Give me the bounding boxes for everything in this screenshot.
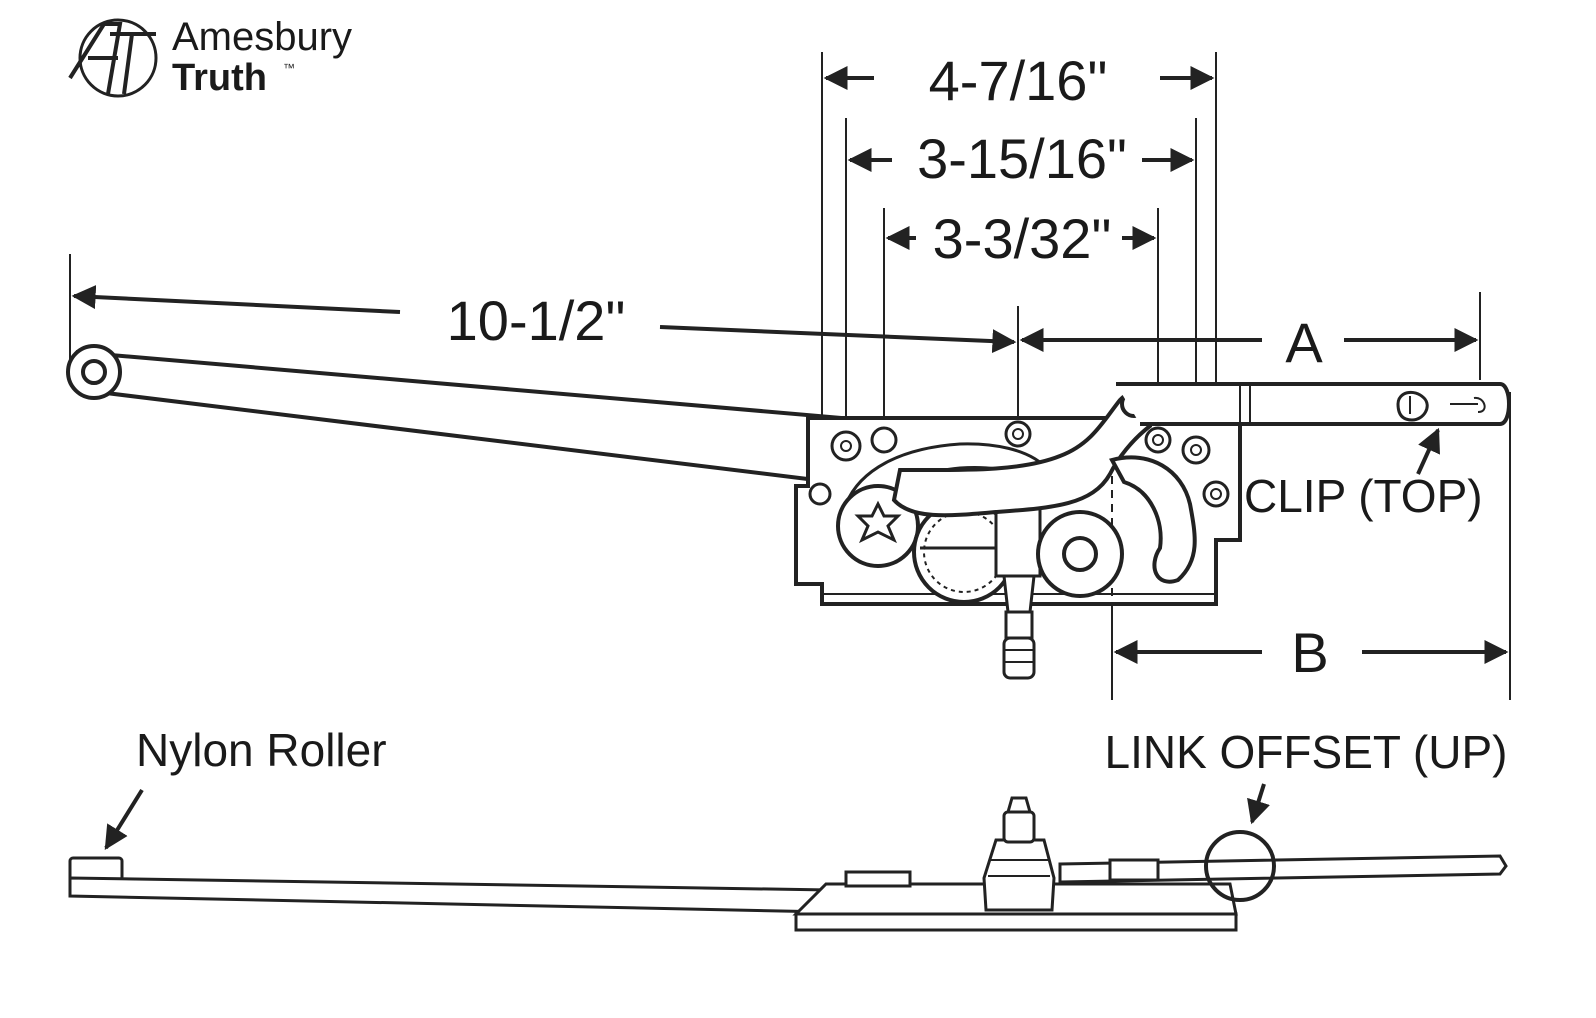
brand-name-line2: Truth [172, 57, 267, 99]
brand-name-line1: Amesbury [172, 15, 352, 59]
operator-side-view [68, 796, 1508, 932]
dimension-a: A [1019, 311, 1479, 374]
link-hub [1036, 510, 1124, 598]
dimension-label-inner-hole-span: 3-3/32" [933, 207, 1112, 270]
dimension-mount-hole-span: 3-15/16" [847, 127, 1195, 190]
callout-link-offset: LINK OFFSET (UP) [1105, 726, 1508, 825]
link-offset-circle [1204, 830, 1276, 902]
brand-logo: Amesbury Truth ™ [68, 15, 352, 99]
callout-clip: CLIP (TOP) [1244, 427, 1483, 522]
dimension-b: B [1113, 621, 1509, 684]
spline-stub [994, 504, 1042, 680]
dimension-label-b: B [1291, 621, 1328, 684]
callout-roller: Nylon Roller [104, 724, 387, 851]
callout-label-link-offset: LINK OFFSET (UP) [1105, 726, 1508, 778]
brand-trademark: ™ [283, 61, 295, 75]
brand-monogram-icon [68, 18, 158, 98]
dimension-label-overall-width: 4-7/16" [929, 49, 1108, 112]
callout-label-roller: Nylon Roller [136, 724, 387, 776]
dimension-label-arm-length: 10-1/2" [447, 289, 626, 352]
dimension-overall-width: 4-7/16" [823, 49, 1215, 112]
callout-label-clip: CLIP (TOP) [1244, 470, 1483, 522]
operator-plan-view [66, 344, 1511, 680]
dimension-inner-hole-span: 3-3/32" [885, 207, 1157, 270]
short-link-arm [1116, 382, 1511, 426]
long-arm [66, 344, 845, 485]
dimension-label-a: A [1285, 311, 1323, 374]
dimension-arm-length: 10-1/2" [71, 285, 1017, 354]
dimension-label-mount-hole-span: 3-15/16" [917, 127, 1127, 190]
